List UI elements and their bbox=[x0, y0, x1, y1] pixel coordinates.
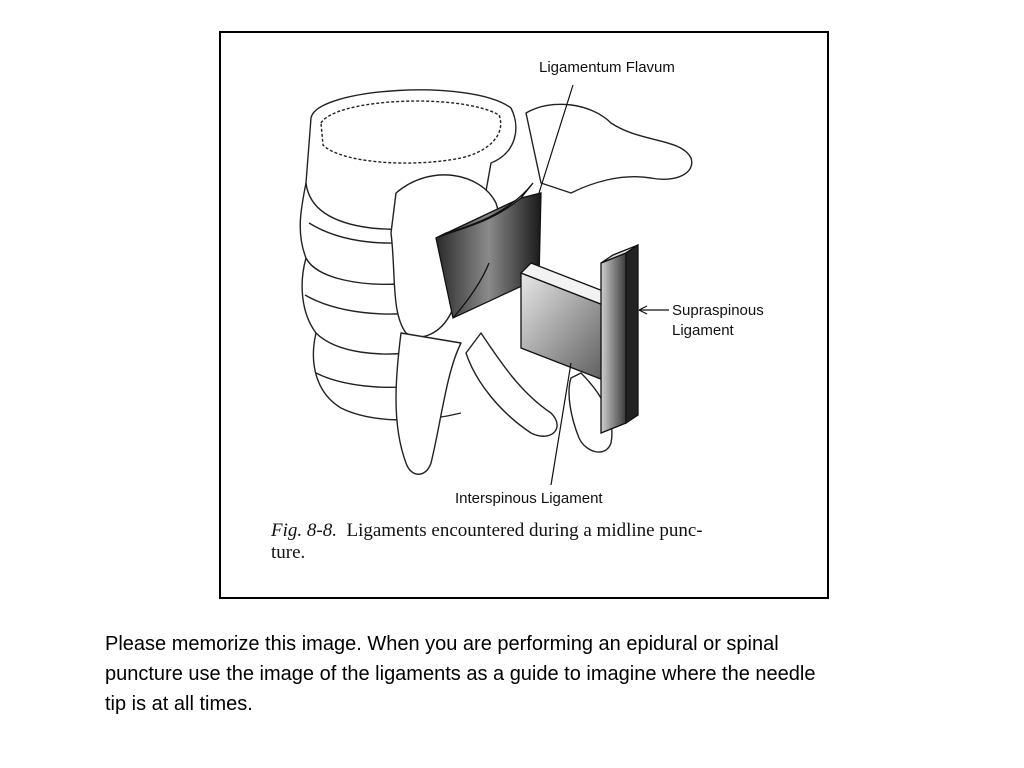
ligamentum-flavum-label: Ligamentum Flavum bbox=[539, 59, 675, 76]
leader-lines bbox=[538, 84, 669, 486]
instruction-line3: tip is at all times. bbox=[105, 693, 253, 715]
figure-reference: Fig. 8-8. bbox=[271, 520, 337, 541]
caption-text-line2: ture. bbox=[271, 542, 306, 563]
spine-ligament-illustration bbox=[299, 84, 693, 486]
supraspinous-label-line1: Supraspinous bbox=[672, 302, 764, 319]
interspinous-ligament-label: Interspinous Ligament bbox=[455, 490, 603, 507]
figure-frame: Ligamentum Flavum Supraspinous Ligament … bbox=[219, 31, 829, 599]
supraspinous-label-line2: Ligament bbox=[672, 322, 734, 339]
caption-line1: Fig. 8-8. Ligaments encountered during a… bbox=[271, 520, 819, 542]
instruction-line1: Please memorize this image. When you are… bbox=[105, 633, 779, 655]
supraspinous-ligament-label: Supraspinous Ligament bbox=[672, 301, 764, 341]
caption-text-line1: Ligaments encountered during a midline p… bbox=[346, 520, 703, 541]
instruction-line2: puncture use the image of the ligaments … bbox=[105, 663, 816, 685]
supraspinous-ligament-shape bbox=[600, 243, 639, 434]
figure-caption: Fig. 8-8. Ligaments encountered during a… bbox=[271, 520, 819, 564]
instruction-text: Please memorize this image. When you are… bbox=[105, 629, 965, 719]
ligamentum-flavum-shape bbox=[435, 182, 542, 319]
